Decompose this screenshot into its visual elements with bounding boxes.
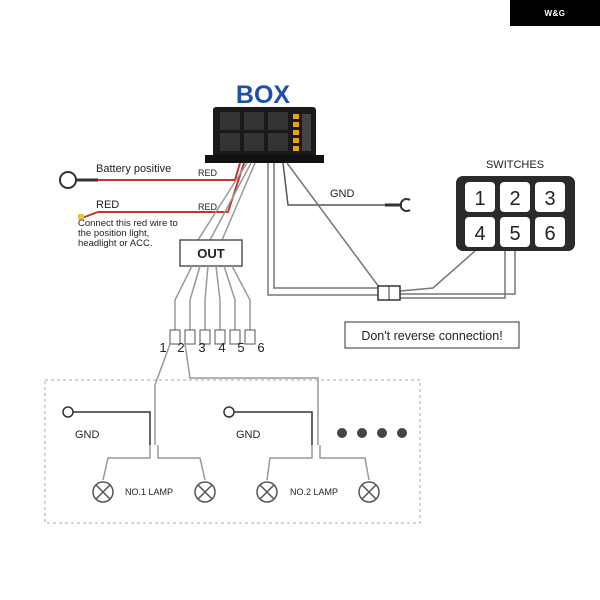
switch-buttons [465,182,565,247]
lamp-1-label: NO.1 LAMP [125,487,173,497]
lamp-gnd-label-1: GND [75,429,100,441]
lamp-2-label: NO.2 LAMP [290,487,338,497]
out-number-3: 3 [198,340,205,355]
switch-button-6[interactable]: 6 [544,223,555,245]
lamp-group-2 [223,406,380,503]
brand-text: W&G [544,8,566,18]
battery-positive-wire [59,162,241,189]
switch-button-2[interactable]: 2 [509,188,520,210]
lamp-group-1 [62,406,216,503]
gnd-wire [282,162,411,212]
lamp-feed-wires [154,343,319,445]
inline-connector [377,285,401,301]
more-lamps-dots [337,428,407,438]
output-wires [174,265,251,330]
switch-button-5[interactable]: 5 [509,223,520,245]
out-number-4: 4 [218,340,225,355]
switch-signal-wires [267,162,516,299]
switch-button-3[interactable]: 3 [544,188,555,210]
out-number-1: 1 [159,340,166,355]
brand-logo: W&G [510,0,600,26]
lamp-gnd-label-2: GND [236,429,261,441]
out-label: OUT [197,246,225,261]
note-line-2: the position light, [78,228,149,239]
red-label: RED [96,199,119,211]
red-wire-label-bottom: RED [198,202,218,212]
box-to-out-wires [197,162,256,241]
battery-positive-label: Battery positive [96,163,171,175]
relay-box [205,107,324,163]
red-wire-label-top: RED [198,168,218,178]
switch-button-1[interactable]: 1 [474,188,485,210]
out-number-5: 5 [237,340,244,355]
acc-red-wire [78,162,245,220]
out-number-2: 2 [177,340,184,355]
output-connectors [169,329,256,345]
lamps-area [44,379,421,524]
warning-box [344,321,520,349]
out-box [179,239,243,267]
box-title: BOX [236,81,291,109]
switches-title: SWITCHES [486,159,544,171]
warning-text: Don't reverse connection! [361,329,502,343]
switch-button-4[interactable]: 4 [474,223,485,245]
gnd-label: GND [330,188,355,200]
note-line-1: Connect this red wire to [78,218,178,229]
note-line-3: headlight or ACC. [78,238,152,249]
out-number-6: 6 [257,340,264,355]
